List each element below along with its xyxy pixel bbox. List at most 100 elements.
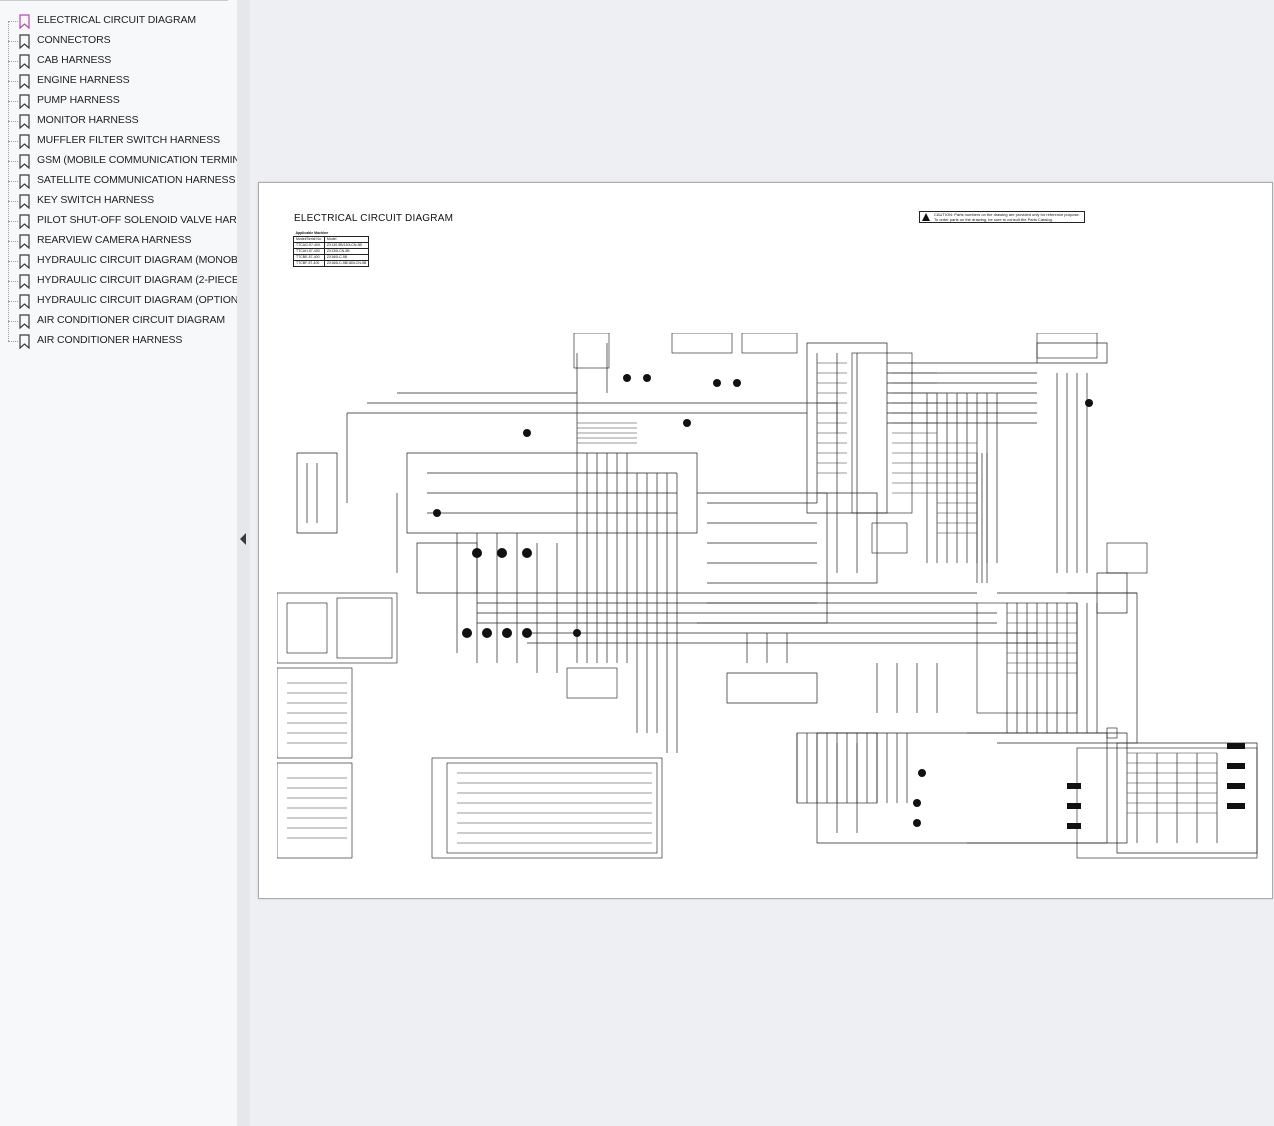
bookmark-item[interactable]: AIR CONDITIONER HARNESS	[0, 321, 237, 351]
bookmark-label: HYDRAULIC CIRCUIT DIAGRAM (MONOBLOCK BOC	[37, 254, 238, 266]
tree-connector	[8, 221, 18, 222]
bookmark-item[interactable]: HYDRAULIC CIRCUIT DIAGRAM (MONOBLOCK BOC	[0, 241, 238, 271]
tree-connector	[8, 141, 9, 161]
applicable-machine-table: Applicable Machine Model/Serial No. Mode…	[293, 231, 370, 267]
bookmark-icon	[19, 74, 30, 89]
tree-connector	[8, 121, 18, 122]
bookmark-label: ELECTRICAL CIRCUIT DIAGRAM	[37, 14, 197, 26]
bookmark-item[interactable]: REARVIEW CAMERA HARNESS	[0, 221, 237, 251]
bookmark-icon	[19, 274, 30, 289]
bookmark-item[interactable]: MONITOR HARNESS	[0, 101, 237, 131]
document-page: ELECTRICAL CIRCUIT DIAGRAM CAUTION: Part…	[258, 182, 1273, 899]
panel-top-border	[0, 0, 228, 1]
tree-connector	[8, 321, 18, 322]
tree-connector	[8, 41, 9, 61]
bookmark-label: CONNECTORS	[37, 34, 111, 46]
bookmark-label: AIR CONDITIONER HARNESS	[37, 334, 183, 346]
bookmark-label: PILOT SHUT-OFF SOLENOID VALVE HARNESS	[37, 214, 237, 226]
table-cell: TTCBF-57-400	[293, 260, 325, 267]
bookmark-item[interactable]: HYDRAULIC CIRCUIT DIAGRAM (OPTIONAL)	[0, 281, 238, 311]
bookmark-icon	[19, 294, 30, 309]
bookmark-icon	[19, 154, 30, 169]
wiring-lines	[296, 342, 1258, 854]
tree-connector	[8, 281, 18, 282]
tree-connector	[8, 261, 18, 262]
caution-text: CAUTION: Parts numbers on the drawing ar…	[934, 212, 1080, 222]
tree-connector	[8, 161, 9, 181]
page-title: ELECTRICAL CIRCUIT DIAGRAM	[294, 213, 454, 224]
bookmark-item[interactable]: PILOT SHUT-OFF SOLENOID VALVE HARNESS	[0, 201, 237, 231]
bookmark-item[interactable]: KEY SWITCH HARNESS	[0, 181, 237, 211]
tree-connector	[8, 261, 9, 281]
warning-icon	[922, 213, 930, 221]
bookmark-label: PUMP HARNESS	[37, 94, 120, 106]
tree-connector	[8, 321, 9, 341]
tree-connector	[8, 181, 9, 201]
tree-connector	[8, 281, 9, 301]
tree-connector	[8, 61, 18, 62]
bookmark-icon	[19, 234, 30, 249]
bookmark-item[interactable]: CONNECTORS	[0, 21, 237, 51]
bookmark-label: SATELLITE COMMUNICATION HARNESS	[37, 174, 236, 186]
collapse-sidebar-button[interactable]	[237, 0, 250, 1126]
tree-connector	[8, 41, 18, 42]
bookmark-item[interactable]: MUFFLER FILTER SWITCH HARNESS	[0, 121, 237, 151]
tree-connector	[8, 241, 9, 261]
bookmark-icon	[19, 214, 30, 229]
bookmark-icon	[19, 314, 30, 329]
document-viewer[interactable]: ELECTRICAL CIRCUIT DIAGRAM CAUTION: Part…	[250, 0, 1274, 1126]
bookmark-item[interactable]: CAB HARNESS	[0, 41, 237, 71]
label-hatching	[287, 362, 1217, 844]
tree-connector	[8, 201, 9, 221]
bookmark-item[interactable]: GSM (MOBILE COMMUNICATION TERMINAL) HAR	[0, 141, 237, 171]
chevron-left-icon	[240, 533, 246, 545]
bookmark-label: AIR CONDITIONER CIRCUIT DIAGRAM	[37, 314, 226, 326]
bookmark-label: KEY SWITCH HARNESS	[37, 194, 155, 206]
tree-connector	[8, 221, 9, 241]
bookmark-item[interactable]: HYDRAULIC CIRCUIT DIAGRAM (2-PIECE BOOM)…	[0, 261, 238, 291]
tree-connector	[8, 141, 18, 142]
bookmark-icon	[19, 334, 30, 349]
bookmark-label: HYDRAULIC CIRCUIT DIAGRAM (2-PIECE BOOM)…	[37, 274, 238, 286]
circuit-diagram	[277, 333, 1258, 859]
tree-connector	[8, 21, 9, 41]
bookmark-item[interactable]: ELECTRICAL CIRCUIT DIAGRAM	[0, 11, 237, 31]
tree-connector	[8, 101, 18, 102]
table-cell: TTCAG-57-400	[293, 242, 325, 249]
bookmarks-panel: ELECTRICAL CIRCUIT DIAGRAM CONNECTORS CAB …	[0, 0, 238, 1126]
component-symbols	[433, 374, 1245, 829]
tree-connector	[8, 301, 18, 302]
bookmark-item[interactable]: SATELLITE COMMUNICATION HARNESS	[0, 161, 237, 191]
table-header-cell: Model/Serial No.	[293, 236, 325, 243]
tree-connector	[8, 161, 18, 162]
tree-connector	[8, 61, 9, 81]
bookmark-label: GSM (MOBILE COMMUNICATION TERMINAL) HAR	[37, 154, 237, 166]
bookmark-label: ENGINE HARNESS	[37, 74, 130, 86]
tree-connector	[8, 341, 18, 342]
bookmark-item[interactable]: PUMP HARNESS	[0, 81, 237, 111]
bookmark-item[interactable]: AIR CONDITIONER CIRCUIT DIAGRAM	[0, 301, 237, 331]
tree-connector	[8, 201, 18, 202]
bookmark-label: REARVIEW CAMERA HARNESS	[37, 234, 192, 246]
bookmark-label: MONITOR HARNESS	[37, 114, 139, 126]
tree-connector	[8, 121, 9, 141]
table-cell: ZX160LC-5B/180LCN-5B	[323, 260, 370, 267]
bookmark-icon	[19, 114, 30, 129]
tree-connector	[8, 241, 18, 242]
tree-connector	[8, 101, 9, 121]
bookmark-icon	[19, 134, 30, 149]
table-row: TTCAG-57-400 ZX130-5B/130LCN-5B	[293, 242, 370, 249]
bookmark-label: CAB HARNESS	[37, 54, 112, 66]
bookmark-label: HYDRAULIC CIRCUIT DIAGRAM (OPTIONAL)	[37, 294, 238, 306]
tree-connector	[8, 81, 18, 82]
table-row: TTCBF-57-400 ZX160LC-5B/180LCN-5B	[293, 260, 370, 267]
applicable-header: Applicable Machine	[295, 231, 329, 235]
tree-connector	[8, 81, 9, 101]
bookmark-item[interactable]: ENGINE HARNESS	[0, 61, 237, 91]
tree-connector	[8, 301, 9, 321]
tree-connector	[8, 21, 18, 22]
bookmark-icon	[19, 14, 30, 29]
component-blocks	[277, 333, 1258, 859]
bookmark-icon	[19, 194, 30, 209]
bookmark-icon	[19, 254, 30, 269]
